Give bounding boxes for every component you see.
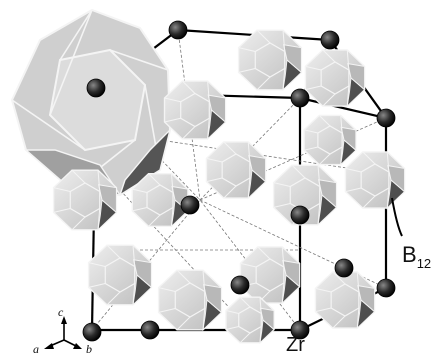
b12-cluster [206, 142, 265, 198]
zr-atom [141, 321, 159, 339]
b12-cluster [226, 297, 274, 343]
axis-a-label: a [33, 342, 39, 356]
b12-cluster [165, 81, 226, 139]
axis-c-label: c [58, 305, 64, 319]
b12-polyhedra-layer [12, 10, 405, 343]
b12-cluster [304, 115, 356, 164]
b12-cluster-large [12, 10, 170, 195]
zr-atom [231, 276, 249, 294]
zr-atom [291, 89, 309, 107]
zr-atom [335, 259, 353, 277]
zr-atom [83, 323, 101, 341]
b12-cluster [239, 30, 302, 90]
b12-pointer [392, 198, 402, 236]
b12-cluster [132, 174, 187, 227]
b12-cluster [345, 152, 404, 208]
b12-label: B12 [402, 242, 431, 271]
zr-atom [377, 109, 395, 127]
zr-label: Zr [286, 334, 305, 356]
zr-atom [181, 196, 199, 214]
b12-cluster [54, 170, 117, 230]
b12-cluster [305, 50, 364, 106]
zr-atom [169, 21, 187, 39]
zr-atom [291, 206, 309, 224]
zr-atom [321, 31, 339, 49]
b12-cluster [240, 247, 299, 303]
axis-b-label: b [86, 342, 92, 356]
zr-atom [87, 79, 105, 97]
b12-cluster [315, 272, 374, 328]
b12-cluster [89, 245, 152, 305]
b12-cluster [159, 270, 222, 330]
zr-atom [377, 279, 395, 297]
